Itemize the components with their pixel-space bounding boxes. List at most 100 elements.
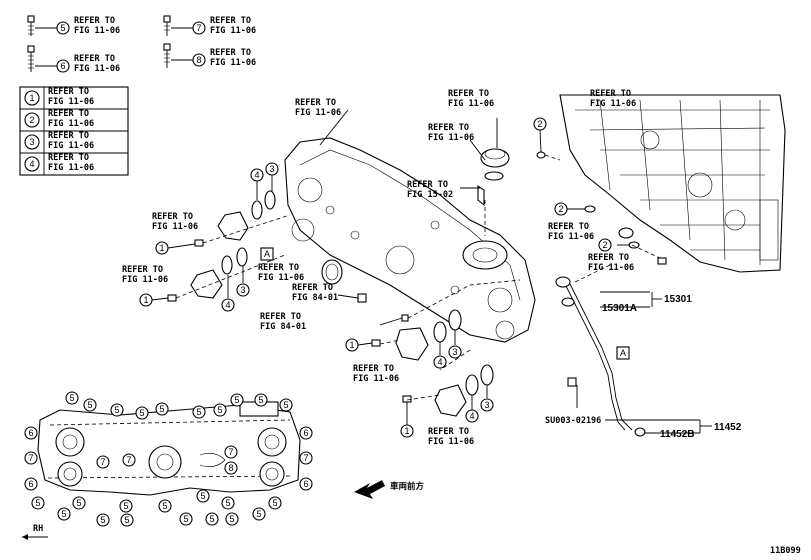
cam-sensor <box>190 211 467 417</box>
callout-circle <box>31 496 45 510</box>
callout-circle <box>57 507 71 521</box>
svg-text:3: 3 <box>452 347 457 357</box>
svg-text:RH: RH <box>33 524 43 534</box>
callout-circle <box>96 455 110 469</box>
svg-text:4: 4 <box>469 411 474 421</box>
callout-circle <box>96 513 110 527</box>
callout-number: 5 <box>123 501 128 511</box>
callout-6 <box>56 59 70 73</box>
svg-text:2: 2 <box>537 119 542 129</box>
callout-circle <box>279 398 293 412</box>
callout-circle <box>120 513 134 527</box>
part-11452B: 11452B <box>660 429 694 440</box>
callout-number: 7 <box>228 447 233 457</box>
callout-number: 5 <box>100 515 105 525</box>
callout-number: 5 <box>283 400 288 410</box>
bolt-icon <box>27 45 35 72</box>
svg-text:1: 1 <box>143 295 148 305</box>
svg-text:A: A <box>264 249 270 259</box>
rh-indicator: RH <box>22 524 48 540</box>
front-view <box>37 401 301 496</box>
callout-circle <box>72 496 86 510</box>
callout-circle <box>83 398 97 412</box>
callout-number: 5 <box>196 407 201 417</box>
callout-circle <box>65 391 79 405</box>
callout-circle <box>179 512 193 526</box>
callouts: 1 1 1 1 2 2 2 3 3 3 3 4 4 4 4 <box>139 117 612 438</box>
callout-7 <box>192 21 206 35</box>
svg-text:2: 2 <box>29 115 34 125</box>
callout-number: 5 <box>124 515 129 525</box>
svg-text:6: 6 <box>60 61 65 71</box>
svg-text:1: 1 <box>404 426 409 436</box>
callout-number: 5 <box>256 509 261 519</box>
callout-circle <box>224 461 238 475</box>
callout-number: 5 <box>87 400 92 410</box>
callout-number: 5 <box>258 395 263 405</box>
callout-number: 5 <box>69 393 74 403</box>
callout-circle <box>221 496 235 510</box>
callout-number: 7 <box>303 453 308 463</box>
bolt-icon <box>163 43 171 68</box>
callout-number: 5 <box>217 405 222 415</box>
marker-a-1: A <box>260 247 274 261</box>
part-15301A: 15301A <box>602 303 637 314</box>
callout-circle <box>158 499 172 513</box>
callout-circle <box>254 393 268 407</box>
part-15301: 15301 <box>664 294 692 305</box>
callout-circle <box>192 405 206 419</box>
front-direction-arrow: 車両前方 <box>354 480 425 499</box>
callout-circle <box>252 507 266 521</box>
callout-circle <box>119 499 133 513</box>
callout-number: 5 <box>183 514 188 524</box>
svg-text:3: 3 <box>269 164 274 174</box>
part-11452: 11452 <box>714 422 742 433</box>
leader-lines <box>151 109 712 434</box>
callout-number: 5 <box>272 498 277 508</box>
svg-text:5: 5 <box>60 23 65 33</box>
callout-number: 5 <box>209 514 214 524</box>
timing-cover <box>284 137 536 343</box>
engine-block <box>559 94 786 273</box>
callout-circle <box>205 512 219 526</box>
svg-text:4: 4 <box>225 300 230 310</box>
callout-circle <box>155 402 169 416</box>
svg-text:7: 7 <box>196 23 201 33</box>
callout-number: 5 <box>76 498 81 508</box>
svg-text:4: 4 <box>254 170 259 180</box>
svg-text:4: 4 <box>437 357 442 367</box>
dipstick <box>555 276 646 437</box>
callout-number: 6 <box>303 479 308 489</box>
callout-circle <box>299 477 313 491</box>
callout-circle <box>213 403 227 417</box>
figure-code: 11B099 <box>770 546 801 556</box>
callout-circle <box>24 426 38 440</box>
callout-circle <box>230 393 244 407</box>
callout-circle <box>299 451 313 465</box>
callout-circle <box>225 512 239 526</box>
callout-circle <box>268 496 282 510</box>
